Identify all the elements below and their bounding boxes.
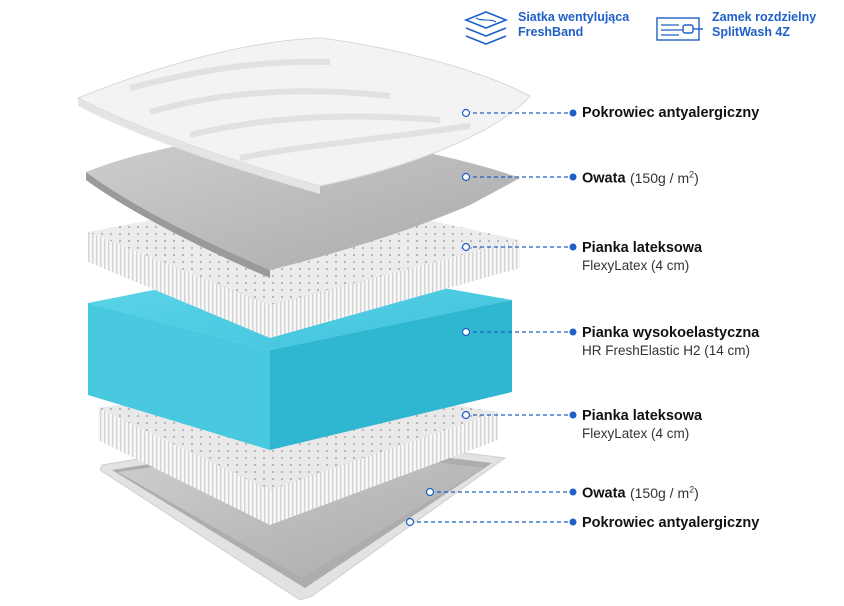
leader-end-dot <box>570 489 577 496</box>
callout-extra: (150g / m2) <box>630 485 699 501</box>
callout-hr-foam: Pianka wysokoelastyczna HR FreshElastic … <box>582 324 759 358</box>
callout-title: Owata <box>582 171 626 187</box>
callout-title: Pianka lateksowa <box>582 240 702 256</box>
leader-origin-dot <box>463 244 470 251</box>
leader-origin-dot <box>463 329 470 336</box>
leader-end-dot <box>570 110 577 117</box>
mesh-layers-icon <box>466 12 506 44</box>
callout-title: Owata <box>582 486 626 502</box>
leader-origin-dot <box>427 489 434 496</box>
feature-zipper-line1: Zamek rozdzielny <box>712 10 816 25</box>
callout-subtitle: FlexyLatex (4 cm) <box>582 426 702 441</box>
callout-title: Pianka wysokoelastyczna <box>582 325 759 341</box>
callout-subtitle: HR FreshElastic H2 (14 cm) <box>582 343 759 358</box>
callout-title: Pokrowiec antyalergiczny <box>582 105 759 121</box>
callout-title: Pianka lateksowa <box>582 408 702 424</box>
callout-subtitle: FlexyLatex (4 cm) <box>582 258 702 273</box>
leader-end-dot <box>570 174 577 181</box>
callout-extra: (150g / m2) <box>630 170 699 186</box>
feature-mesh: Siatka wentylująca FreshBand <box>518 10 629 40</box>
callout-top-wadding: Owata (150g / m2) <box>582 169 699 188</box>
leader-origin-dot <box>463 110 470 117</box>
leader-end-dot <box>570 329 577 336</box>
callout-top-cover: Pokrowiec antyalergiczny <box>582 104 759 122</box>
zipper-icon <box>657 18 703 40</box>
callout-title: Pokrowiec antyalergiczny <box>582 515 759 531</box>
leader-origin-dot <box>407 519 414 526</box>
feature-zipper-line2: SplitWash 4Z <box>712 25 816 40</box>
callout-bottom-cover: Pokrowiec antyalergiczny <box>582 514 759 532</box>
leader-end-dot <box>570 412 577 419</box>
feature-mesh-line2: FreshBand <box>518 25 629 40</box>
callout-top-latex: Pianka lateksowa FlexyLatex (4 cm) <box>582 239 702 273</box>
leader-end-dot <box>570 519 577 526</box>
feature-mesh-line1: Siatka wentylująca <box>518 10 629 25</box>
leader-origin-dot <box>463 174 470 181</box>
feature-zipper: Zamek rozdzielny SplitWash 4Z <box>712 10 816 40</box>
leader-origin-dot <box>463 412 470 419</box>
leader-end-dot <box>570 244 577 251</box>
callout-bottom-latex: Pianka lateksowa FlexyLatex (4 cm) <box>582 407 702 441</box>
callout-bottom-wadding: Owata (150g / m2) <box>582 484 699 503</box>
